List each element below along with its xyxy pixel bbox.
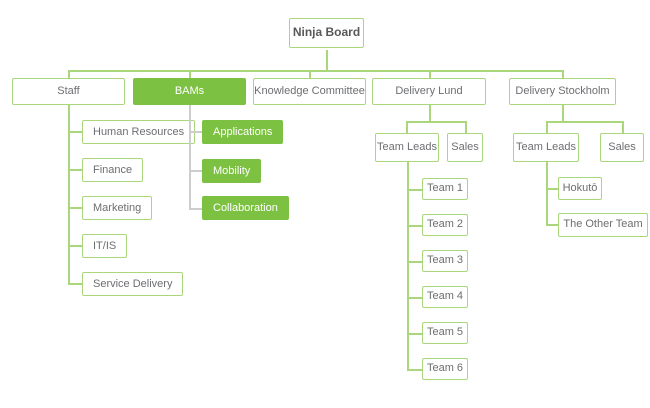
connector-lund-rail (406, 121, 466, 123)
connector-team-stub (407, 261, 422, 263)
node-team-6[interactable]: Team 6 (422, 358, 468, 380)
node-the-other-team[interactable]: The Other Team (558, 213, 648, 237)
connector-lund-teamleads-drop (406, 121, 408, 133)
connector-root-drop (326, 50, 328, 70)
node-label: Knowledge Committee (254, 85, 365, 97)
connector-main-rail (68, 70, 563, 72)
node-applications[interactable]: Applications (202, 120, 284, 144)
connector-team-stub (407, 225, 422, 227)
connector-lund-drop (429, 105, 431, 121)
node-label: Team 1 (426, 182, 464, 194)
node-bams[interactable]: BAMs (133, 78, 246, 105)
connector-bams-stub (189, 170, 202, 172)
node-label: Delivery Stockholm (515, 85, 610, 97)
node-label: Sales (451, 141, 479, 153)
connector-staff-stub (68, 283, 82, 285)
node-knowledge-committee[interactable]: Knowledge Committee (253, 78, 366, 105)
connector-team-stub (407, 189, 422, 191)
node-delivery-stockholm[interactable]: Delivery Stockholm (509, 78, 616, 105)
node-label: Team 2 (426, 218, 464, 230)
connector-drop-staff (68, 70, 70, 78)
node-hokuto[interactable]: Hokutō (558, 177, 602, 200)
connector-stockholm-drop (562, 105, 564, 121)
node-label: Mobility (213, 165, 251, 177)
node-stockholm-sales[interactable]: Sales (600, 133, 644, 162)
node-label: Ninja Board (292, 25, 361, 39)
node-collaboration[interactable]: Collaboration (202, 196, 289, 220)
node-label: Team 4 (426, 290, 464, 302)
node-delivery-lund[interactable]: Delivery Lund (372, 78, 486, 105)
node-label: Marketing (93, 202, 142, 214)
node-lund-team-leads[interactable]: Team Leads (375, 133, 439, 162)
connector-drop-knowledge (309, 70, 311, 78)
connector-drop-bams (189, 70, 191, 78)
node-lund-sales[interactable]: Sales (447, 133, 483, 162)
node-team-3[interactable]: Team 3 (422, 250, 468, 272)
node-label: Service Delivery (93, 278, 173, 290)
node-label: Team 6 (426, 362, 464, 374)
node-team-1[interactable]: Team 1 (422, 178, 468, 200)
node-label: Team Leads (377, 141, 437, 153)
node-human-resources[interactable]: Human Resources (82, 120, 196, 144)
connector-bams-stub (189, 208, 202, 210)
node-label: Human Resources (93, 126, 185, 138)
node-ninja-board[interactable]: Ninja Board (289, 18, 364, 48)
node-label: Collaboration (213, 202, 278, 214)
connector-team-stub (407, 297, 422, 299)
node-service-delivery[interactable]: Service Delivery (82, 272, 184, 296)
connector-staff-spine (68, 105, 70, 284)
node-label: Finance (93, 164, 133, 176)
connector-bams-spine (189, 105, 191, 209)
node-label: The Other Team (563, 218, 643, 230)
node-label: Delivery Lund (395, 85, 463, 97)
connector-stockholm-teams-spine (546, 162, 548, 225)
connector-lund-sales-drop (465, 121, 467, 133)
node-label: Team 3 (426, 254, 464, 266)
node-team-5[interactable]: Team 5 (422, 322, 468, 344)
connector-team-stub (546, 224, 558, 226)
connector-team-stub (546, 188, 558, 190)
connector-staff-stub (68, 169, 82, 171)
connector-lund-teams-spine (407, 162, 409, 369)
connector-staff-stub (68, 207, 82, 209)
node-label: Team 5 (426, 326, 464, 338)
node-label: IT/IS (93, 240, 117, 252)
connector-stockholm-sales-drop (622, 121, 624, 133)
connector-drop-lund (429, 70, 431, 78)
node-it-is[interactable]: IT/IS (82, 234, 128, 258)
node-label: Staff (57, 85, 80, 97)
connector-team-stub (407, 369, 422, 371)
node-label: Team Leads (516, 141, 576, 153)
connector-staff-stub (68, 131, 82, 133)
connector-staff-stub (68, 245, 82, 247)
connector-team-stub (407, 333, 422, 335)
connector-drop-stockholm (562, 70, 564, 78)
node-label: Applications (213, 126, 273, 138)
connector-bams-stub (189, 131, 202, 133)
connector-stockholm-rail (546, 121, 623, 123)
node-staff[interactable]: Staff (12, 78, 125, 105)
node-team-2[interactable]: Team 2 (422, 214, 468, 236)
node-team-4[interactable]: Team 4 (422, 286, 468, 308)
node-label: Sales (608, 141, 636, 153)
node-label: BAMs (174, 85, 205, 97)
node-stockholm-team-leads[interactable]: Team Leads (513, 133, 579, 162)
node-label: Hokutō (562, 182, 598, 194)
node-marketing[interactable]: Marketing (82, 196, 153, 220)
node-finance[interactable]: Finance (82, 158, 144, 182)
node-mobility[interactable]: Mobility (202, 159, 262, 183)
connector-stockholm-teamleads-drop (546, 121, 548, 133)
